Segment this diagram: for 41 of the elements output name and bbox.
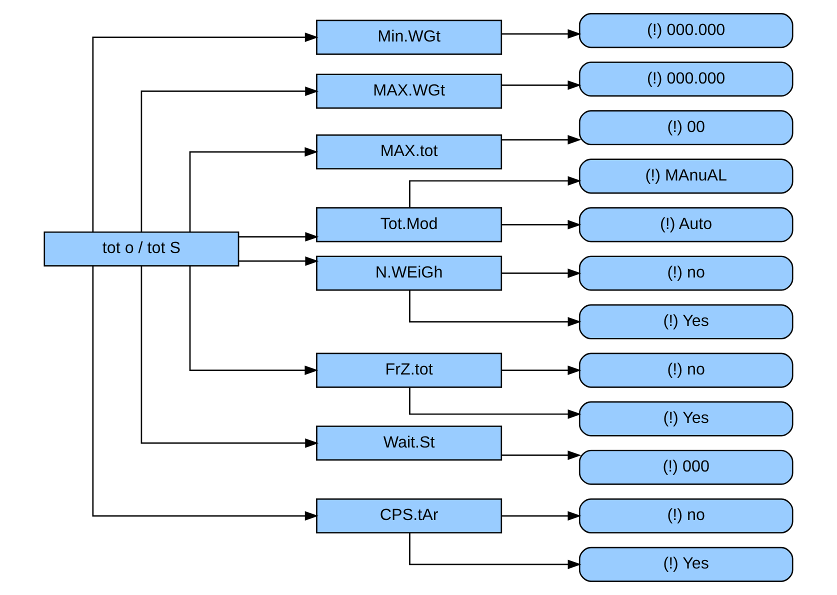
node-box: (!) no [578,352,794,388]
arrow [189,147,318,232]
node-box: tot o / tot S [44,231,240,266]
node-box: (!) Yes [578,546,794,582]
arrow [502,135,582,144]
arrow [238,232,319,242]
node-box: (!) no [578,498,794,534]
arrow [140,86,319,232]
arrow [409,388,582,419]
node-box: MAX.WGt [316,74,502,109]
node-box: (!) Yes [578,304,794,340]
node-box: FrZ.tot [316,352,502,388]
node-box: Tot.Mod [316,207,502,242]
arrow [502,450,582,460]
arrow [409,176,582,208]
arrow [502,220,582,230]
node-box: Wait.St [316,426,502,461]
arrow [502,511,582,521]
arrow [238,256,319,266]
node-box: (!) no [578,256,794,291]
arrow [502,366,582,376]
arrow [92,266,318,521]
arrow [409,290,582,326]
node-box: CPS.tAr [316,498,502,534]
node-box: (!) Auto [578,207,794,242]
node-box: (!) 00 [578,110,794,146]
node-box: N.WEiGh [316,256,502,291]
node-box: (!) 000 [578,450,794,485]
node-box: Min.WGt [316,20,502,55]
node-box: (!) MAnuAL [578,158,794,194]
arrow [502,80,582,90]
arrow [502,29,582,39]
arrow [140,266,319,448]
node-box: (!) 000.000 [578,13,794,48]
arrow [409,532,582,570]
node-box: (!) Yes [578,401,794,436]
arrow [189,266,318,376]
node-box: (!) 000.000 [578,62,794,97]
arrow [502,268,582,278]
arrow [92,32,318,232]
node-box: MAX.tot [316,134,502,170]
